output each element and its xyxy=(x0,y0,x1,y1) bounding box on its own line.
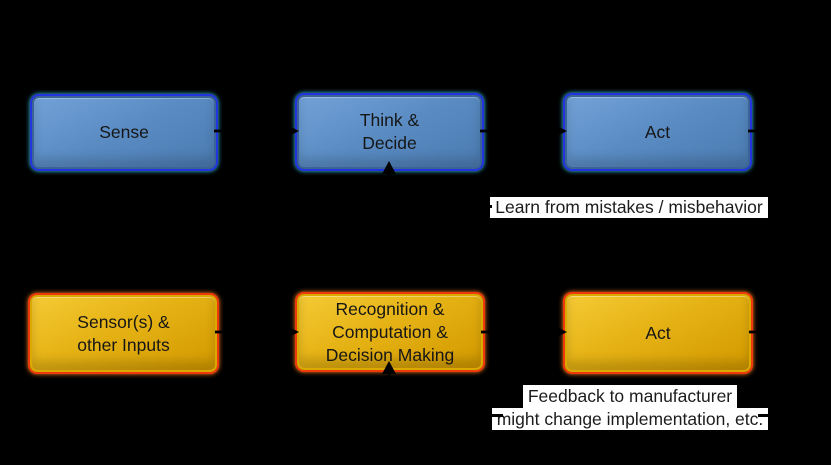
sensors-box: Sensor(s) & other Inputs xyxy=(30,295,217,372)
annotation-feedback-line-2: might change implementation, etc. xyxy=(491,407,769,430)
think-decide-box: Think & Decide xyxy=(297,95,482,169)
arrow-line-dash xyxy=(758,414,769,417)
annotation-feedback-to-manufacturer: Feedback to manufacturer might change im… xyxy=(478,385,782,430)
act-box-bottom-label-line: Act xyxy=(645,322,671,343)
recognition-label-line-3: Decision Making xyxy=(325,344,455,365)
annotation-feedback-line-1: Feedback to manufacturer xyxy=(522,385,738,408)
sense-box-label-line: Sense xyxy=(99,122,149,142)
arrow-line-dash xyxy=(481,205,492,208)
think-decide-label-line-1: Think & xyxy=(359,110,420,130)
sense-box: Sense xyxy=(32,96,216,169)
act-box-top-label: Act xyxy=(645,121,670,144)
act-box-bottom-label: Act xyxy=(645,322,670,345)
sensors-label-line-2: other Inputs xyxy=(77,334,170,355)
sense-box-label: Sense xyxy=(99,121,149,144)
recognition-box: Recognition & Computation & Decision Mak… xyxy=(297,294,483,370)
annotation-learn-from-mistakes: Learn from mistakes / misbehavior xyxy=(490,197,768,218)
sensors-label-line-1: Sensor(s) & xyxy=(77,311,170,332)
think-decide-box-label: Think & Decide xyxy=(360,109,419,155)
arrow-line-dash xyxy=(492,414,503,417)
act-box-top: Act xyxy=(565,95,750,169)
sensors-box-label: Sensor(s) & other Inputs xyxy=(77,311,169,357)
act-box-top-label-line: Act xyxy=(644,121,671,142)
recognition-box-label: Recognition & Computation & Decision Mak… xyxy=(326,298,454,367)
recognition-label-line-2: Computation & xyxy=(332,321,448,342)
recognition-label-line-1: Recognition & xyxy=(335,298,445,319)
act-box-bottom: Act xyxy=(565,294,751,372)
think-decide-label-line-2: Decide xyxy=(362,133,417,153)
